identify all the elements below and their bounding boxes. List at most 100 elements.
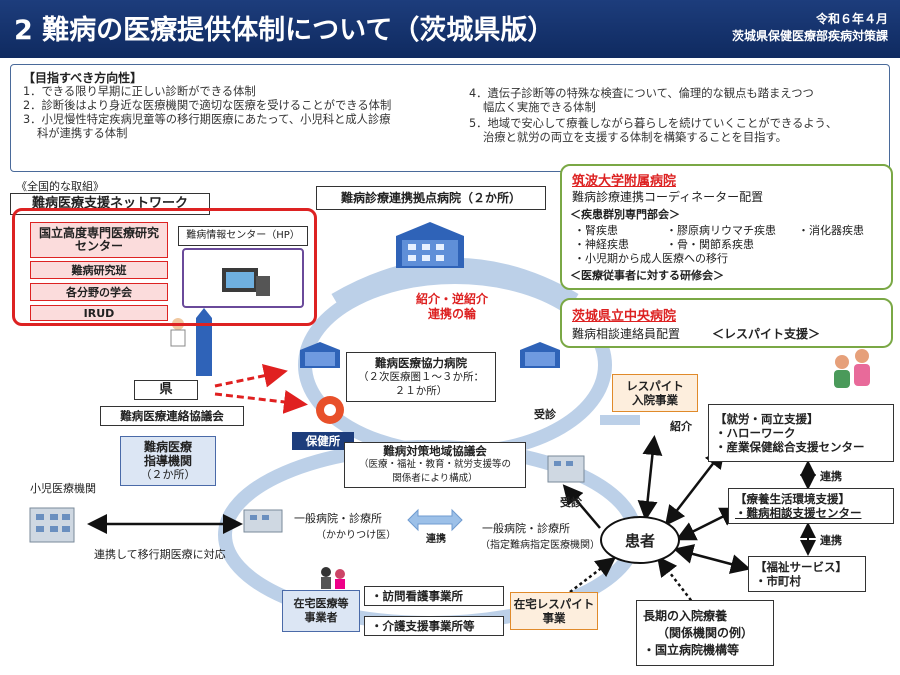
- tsukuba-panel: 筑波大学附属病院 難病診療連携コーディネーター配置 ＜疾患群別専門部会＞ ・腎疾…: [560, 164, 893, 290]
- link-label-2: 連携: [820, 534, 842, 547]
- council-box: 難病医療連絡協議会: [100, 406, 244, 426]
- clinic-icon-left: [243, 509, 283, 533]
- arrow-patient-right-clinic: [562, 484, 601, 529]
- header-department: 茨城県保健医療部疾病対策課: [731, 29, 888, 43]
- right-clinic-sub: （指定難病指定医療機関）: [480, 540, 600, 551]
- goal-5-cont: 治療と就労の両立を支援する体制を構築することを目指す。: [483, 131, 787, 144]
- cooperation-hospital-box: 難病医療協力病院 （２次医療圏１～３か所： ２１か所）: [346, 352, 496, 402]
- ncnp-label: 国立高度専門医療研究センター: [39, 226, 160, 253]
- living-title: 【療養生活環境支援】: [735, 492, 850, 506]
- referral-text: 紹介・逆紹介: [415, 292, 488, 306]
- welfare-title: 【福祉サービス】: [755, 560, 847, 574]
- left-clinic-title: 一般病院・診療所: [294, 512, 382, 525]
- arrow-patient-welfare: [673, 544, 751, 574]
- work-item-1: ・ハローワーク: [715, 426, 796, 440]
- goal-5: 5．地域で安心して療養しながら暮らしを続けていくことができるよう、: [469, 117, 838, 130]
- goal-3: 3．小児慢性特定疾病児童等の移行期医療にあたって、小児科と成人診療: [23, 113, 391, 126]
- home-respite-line-2: 事業: [542, 611, 566, 625]
- arrow-home-respite: [569, 556, 616, 593]
- regional-sub-1: （医療・福祉・教育・就労支援等の: [358, 459, 511, 470]
- page-title: 2 難病の医療提供体制について（茨城県版）: [14, 15, 555, 46]
- goal-4: 4．遺伝子診断等の特殊な検査について、倫理的な観点も踏まえつつ: [469, 87, 814, 100]
- home-respite-line-1: 在宅レスパイト: [513, 597, 595, 611]
- respite-admission-box: レスパイト 入院事業: [612, 374, 698, 412]
- tsukuba-name: 筑波大学附属病院: [572, 174, 677, 189]
- guide-line-1: 難病医療: [143, 440, 192, 454]
- goal-1: 1．できる限り早期に正しい診断ができる体制: [23, 85, 256, 98]
- disease-collagen: ・膠原病リウマチ疾患: [666, 224, 776, 237]
- longterm-line-3: ・国立病院機構等: [643, 642, 740, 657]
- tower-icon: [196, 308, 212, 376]
- goals-heading: 【目指すべき方向性】: [23, 71, 143, 85]
- health-center-badge: 保健所: [292, 432, 354, 450]
- home-staff-icon: [321, 567, 345, 589]
- transition-label: 連携して移行期医療に対応: [94, 548, 226, 561]
- referral-label: 紹介: [670, 420, 692, 433]
- goal-3-cont: 科が連携する体制: [37, 127, 128, 140]
- arrow-patient-respite: [637, 435, 663, 521]
- central-respite: ＜レスパイト支援＞: [712, 327, 821, 341]
- header-bar: [0, 0, 900, 58]
- central-hospital-panel: 茨城県立中央病院 難病相談連絡員配置 ＜レスパイト支援＞: [560, 298, 893, 348]
- arrow-patient-living: [675, 507, 741, 541]
- tsukuba-committee: ＜疾患群別専門部会＞: [570, 208, 680, 221]
- central-hospital-name: 茨城県立中央病院: [572, 309, 677, 324]
- living-item-1: ・難病相談支援センター: [735, 506, 862, 520]
- welfare-box: 【福祉サービス】 ・市町村: [748, 556, 866, 592]
- hub-hospital-box: 難病診療連携拠点病院（２か所）: [316, 186, 546, 210]
- irud-box: IRUD: [30, 305, 168, 321]
- link-label-1: 連携: [820, 470, 842, 483]
- clinic-link-arrow: [407, 508, 463, 532]
- home-care-line-2: 事業者: [304, 611, 338, 624]
- regional-sub-2: 関係者により構成）: [392, 473, 478, 484]
- home-respite-box: 在宅レスパイト 事業: [510, 592, 598, 630]
- longterm-box: 長期の入院療養 （関係機関の例） ・国立病院機構等: [636, 600, 774, 666]
- transition-item: ・小児期から成人医療への移行: [574, 252, 728, 265]
- clinic-link-label: 連携: [426, 534, 446, 545]
- header-date: 令和６年４月: [815, 12, 888, 26]
- disease-kidney: ・腎疾患: [574, 224, 618, 237]
- header-meta: 令和６年４月 茨城県保健医療部疾病対策課: [732, 11, 888, 45]
- national-label: 《全国的な取組》: [16, 180, 104, 193]
- work-item-2: ・産業保健総合支援センター: [715, 440, 865, 454]
- consult-label-2: 受診: [560, 496, 582, 509]
- right-hospital-icon: [520, 342, 560, 368]
- work-support-box: 【就労・両立支援】 ・ハローワーク ・産業保健総合支援センター: [708, 404, 894, 462]
- care-support-box: ・介護支援事業所等: [364, 616, 504, 636]
- visiting-nursing-box: ・訪問看護事業所: [364, 586, 504, 606]
- work-title: 【就労・両立支援】: [715, 412, 819, 426]
- respite-admission-line-2: 入院事業: [632, 393, 678, 407]
- prefecture-box: 県: [134, 380, 198, 400]
- ring-text: 連携の輪: [427, 307, 476, 321]
- clinic-icon-right: [547, 455, 585, 483]
- disease-neuro: ・神経疾患: [574, 238, 629, 251]
- regional-council-box: 難病対策地域協議会 （医療・福祉・教育・就労支援等の 関係者により構成）: [344, 442, 526, 488]
- regional-title: 難病対策地域協議会: [383, 444, 487, 458]
- respite-admission-line-1: レスパイト: [626, 379, 684, 393]
- central-staff: 難病相談連絡員配置: [572, 327, 681, 341]
- longterm-line-2: （関係機関の例）: [657, 625, 754, 640]
- left-hospital-icon: [300, 342, 340, 368]
- info-center-box: 難病情報センター（HP）: [178, 226, 308, 246]
- goal-2: 2．診断後はより身近な医療機関で適切な医療を受けることができる体制: [23, 99, 392, 112]
- goal-4-cont: 幅広く実施できる体制: [483, 101, 596, 114]
- longterm-line-1: 長期の入院療養: [643, 608, 728, 623]
- tsukuba-training: ＜医療従事者に対する研修会＞: [570, 269, 724, 282]
- computer-icon: [222, 268, 270, 296]
- people-icon: [834, 349, 870, 388]
- living-support-box: 【療養生活環境支援】 ・難病相談支援センター: [728, 488, 894, 524]
- guide-line-2: 指導機関: [143, 454, 192, 468]
- arrow-patient-work: [664, 448, 726, 526]
- info-center-frame: [182, 248, 304, 308]
- ncnp-box: 国立高度専門医療研究センター: [30, 222, 168, 258]
- guide-institution-box: 難病医療 指導機関 （２か所）: [120, 436, 216, 486]
- network-frame: [12, 208, 317, 326]
- welfare-item-1: ・市町村: [755, 574, 801, 588]
- patient-node: 患者: [600, 516, 680, 564]
- pediatric-building-icon: [29, 507, 75, 543]
- goals-panel: 【目指すべき方向性】 1．できる限り早期に正しい診断ができる体制 2．診断後はよ…: [10, 64, 890, 172]
- health-center-icon: [316, 396, 344, 424]
- hub-hospital-icon: [396, 222, 464, 268]
- home-care-box: 在宅医療等 事業者: [282, 590, 360, 632]
- research-box: 難病研究班: [30, 261, 168, 279]
